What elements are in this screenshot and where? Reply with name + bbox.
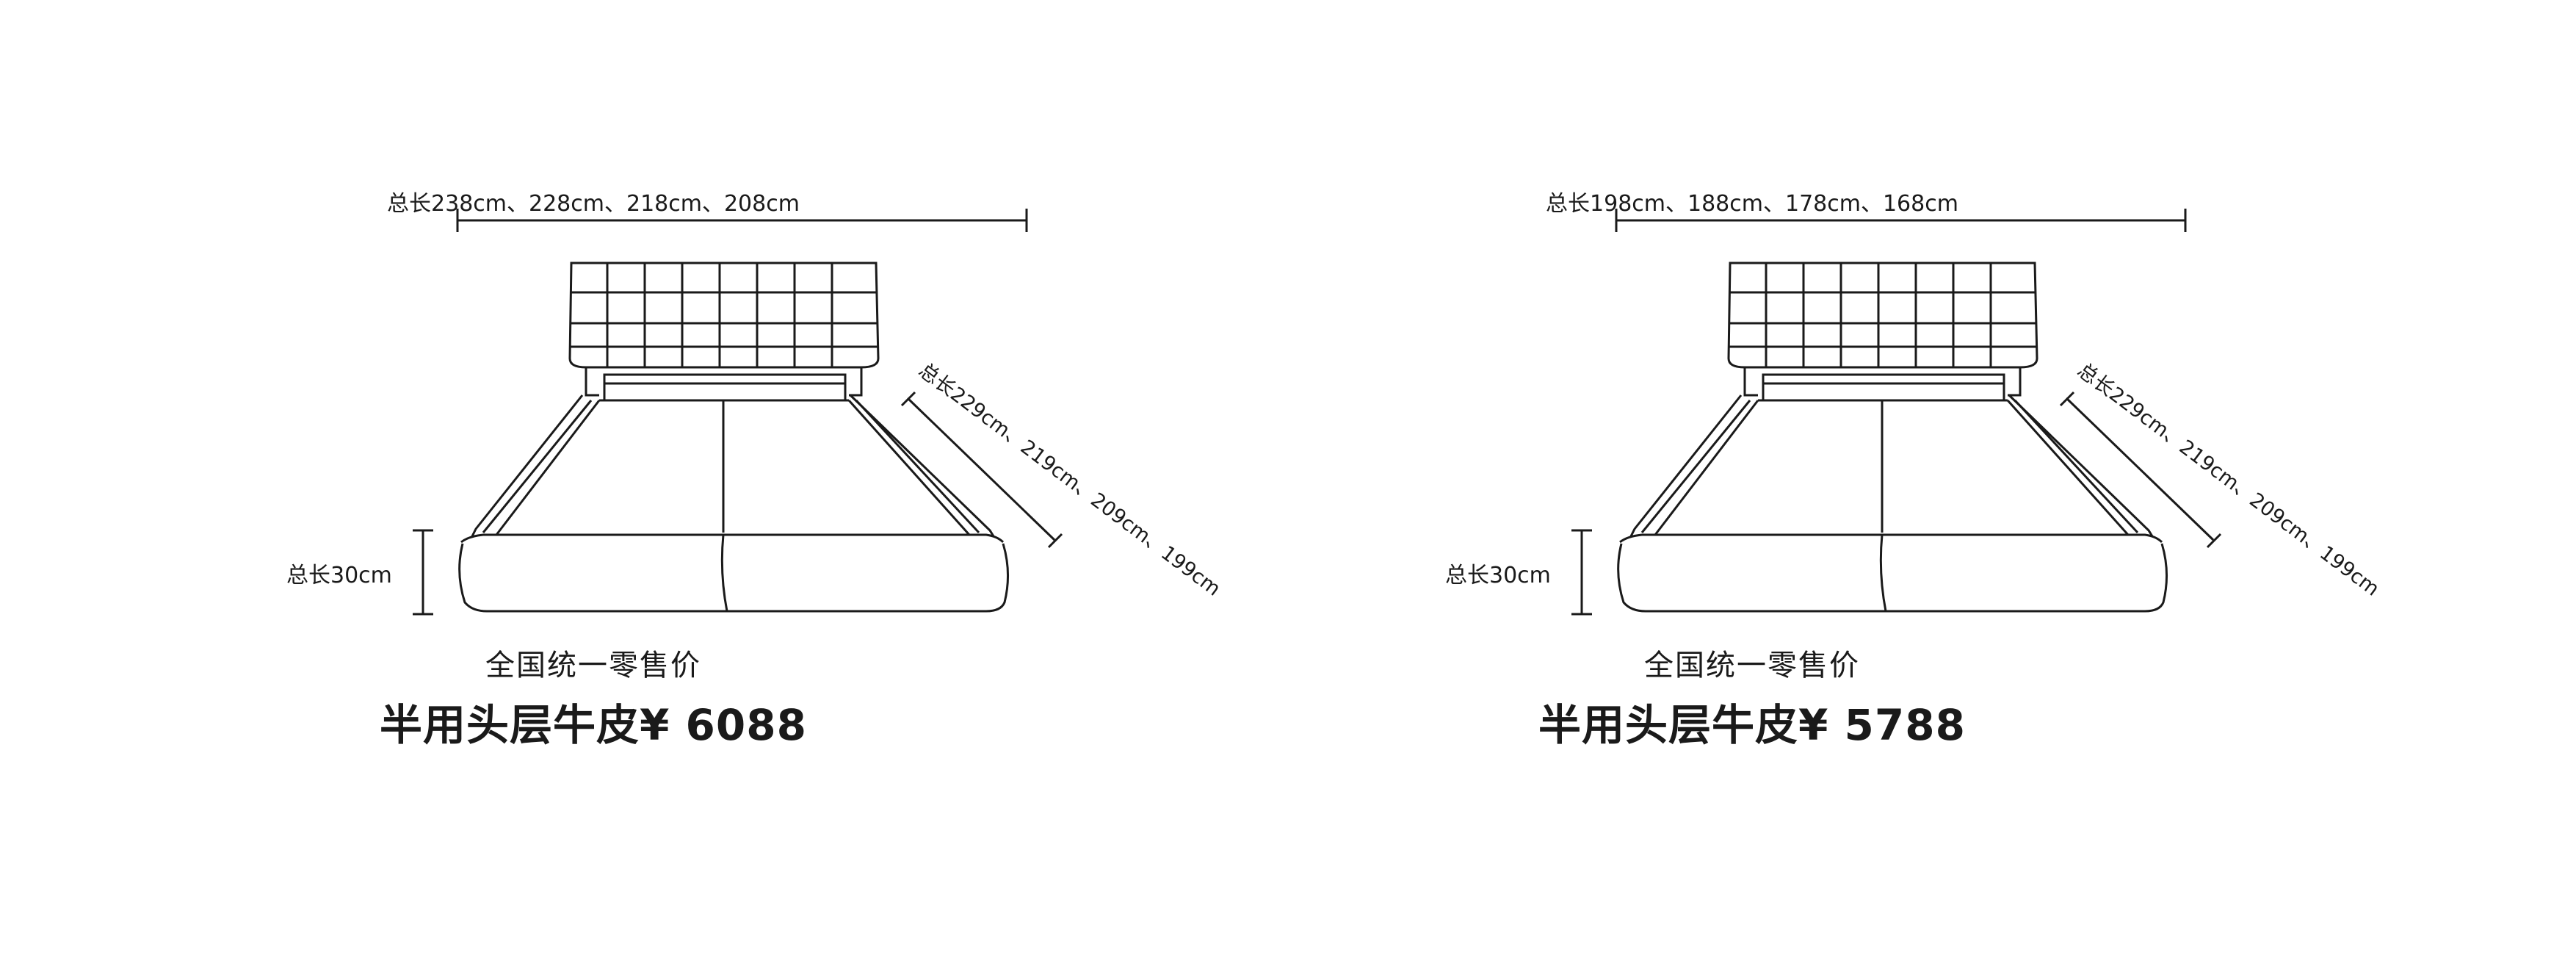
height-label: 总长30cm bbox=[286, 563, 392, 588]
width-dimension-line bbox=[1615, 209, 2187, 232]
product-panel-2: 总长198cm、188cm、178cm、168cm 总长30cm 总长229cm… bbox=[1422, 0, 2576, 966]
bed-line-drawing bbox=[413, 209, 1063, 616]
product-panel-1: 总长238cm、228cm、218cm、208cm 总长30cm 总长229cm… bbox=[263, 0, 1423, 966]
headboard-base bbox=[603, 373, 847, 402]
price-text: 半用头层牛皮¥ 5788 bbox=[1538, 700, 1966, 750]
width-label: 总长238cm、228cm、218cm、208cm bbox=[387, 191, 800, 217]
length-dimension-line bbox=[900, 391, 1063, 549]
height-dimension-line bbox=[413, 529, 433, 616]
price-label: 半用头层牛皮¥ 5788 bbox=[1422, 691, 2083, 752]
bed-frame bbox=[458, 367, 1009, 613]
headboard bbox=[1727, 262, 2038, 369]
price-text: 半用头层牛皮¥ 6088 bbox=[380, 700, 807, 750]
retail-price-caption: 全国统一零售价 bbox=[1644, 649, 1860, 682]
width-dimension-line bbox=[456, 209, 1028, 232]
headboard bbox=[568, 262, 880, 369]
retail-price-caption: 全国统一零售价 bbox=[485, 649, 701, 682]
height-label: 总长30cm bbox=[1445, 563, 1551, 588]
height-dimension-line bbox=[1571, 529, 1592, 616]
length-dimension-line bbox=[2059, 391, 2222, 549]
width-label: 总长198cm、188cm、178cm、168cm bbox=[1546, 191, 1958, 217]
bed-line-drawing bbox=[1571, 209, 2222, 616]
price-label: 半用头层牛皮¥ 6088 bbox=[263, 691, 924, 752]
bed-frame bbox=[1617, 367, 2168, 613]
headboard-base bbox=[1762, 373, 2005, 402]
